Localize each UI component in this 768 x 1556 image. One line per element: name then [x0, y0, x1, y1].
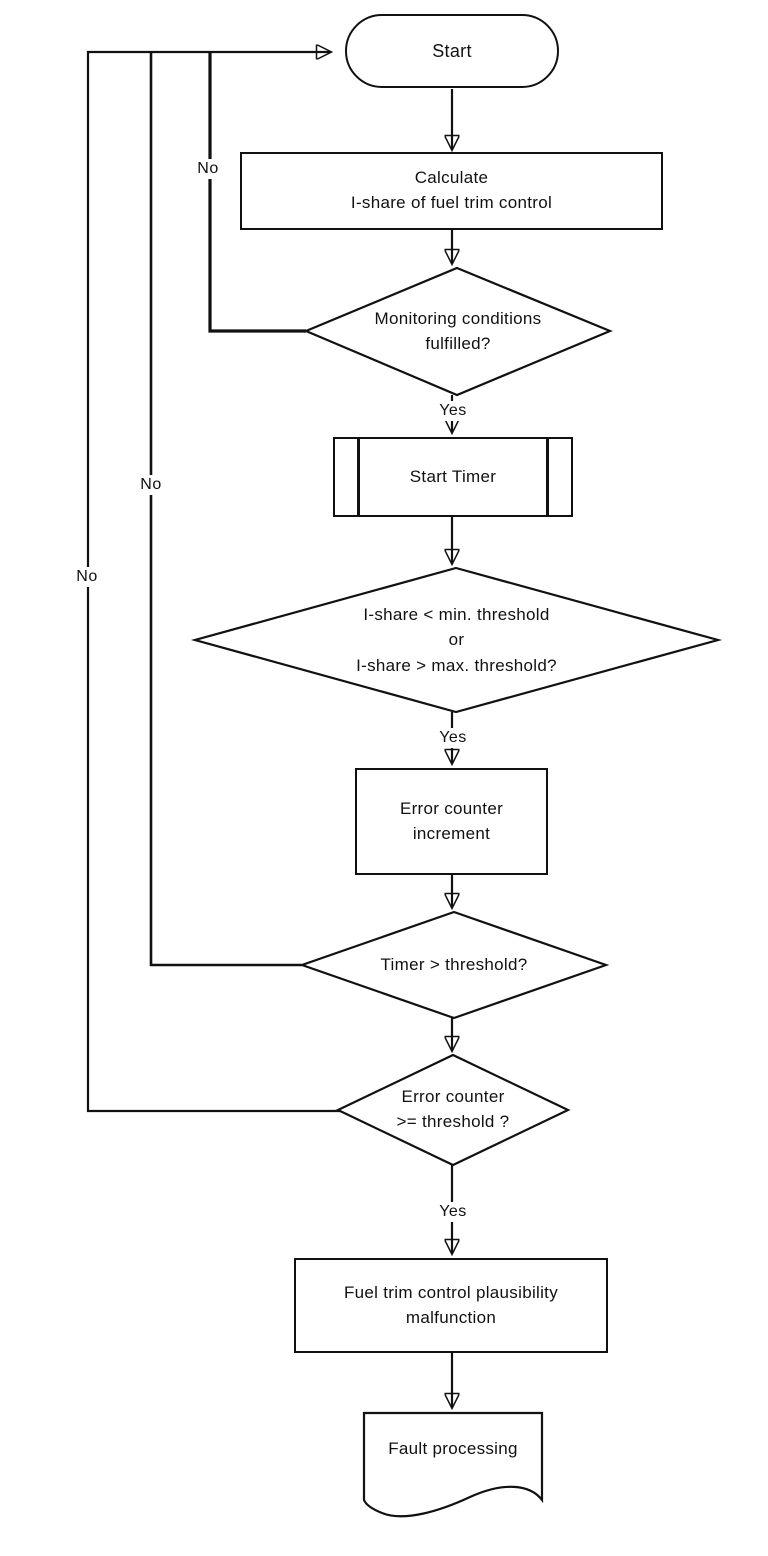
error-counter-increment-node: Error counter increment: [355, 768, 548, 875]
timer-threshold-label: Timer > threshold?: [380, 954, 528, 974]
timer-threshold-diamond-shape: [298, 910, 610, 1020]
error-counter-no-label: No: [72, 567, 102, 587]
monitoring-conditions-line2: fulfilled?: [425, 333, 491, 353]
malfunction-node: Fuel trim control plausibility malfuncti…: [294, 1258, 608, 1353]
timer-threshold-node: Timer > threshold?: [302, 912, 606, 1018]
calculate-ishare-line1: Calculate: [414, 168, 489, 188]
calculate-ishare-line2: I-share of fuel trim control: [350, 193, 553, 212]
edge-monitoring-no-loop: [208, 52, 306, 333]
start-node: Start: [345, 14, 559, 88]
error-counter-increment-line1: Error counter: [399, 798, 504, 818]
start-timer-node: Start Timer: [333, 437, 573, 517]
fault-processing-label: Fault processing: [388, 1438, 518, 1458]
ishare-threshold-line3: I-share > max. threshold?: [356, 655, 557, 675]
timer-no-label: No: [136, 475, 166, 495]
monitoring-no-label: No: [193, 159, 223, 179]
error-counter-yes-label: Yes: [435, 1202, 471, 1222]
malfunction-line1: Fuel trim control plausibility: [343, 1282, 558, 1302]
start-timer-right-bar: [546, 439, 549, 515]
ishare-threshold-line2: or: [448, 630, 465, 650]
start-node-label: Start: [432, 40, 472, 61]
error-counter-increment-line2: increment: [412, 823, 491, 843]
malfunction-line2: malfunction: [405, 1307, 497, 1327]
monitoring-yes-label: Yes: [435, 401, 471, 421]
fault-processing-node: Fault processing: [364, 1413, 542, 1485]
ishare-threshold-line1: I-share < min. threshold: [363, 604, 550, 624]
ishare-yes-label: Yes: [435, 728, 471, 748]
error-counter-threshold-node: Error counter >= threshold ?: [338, 1055, 568, 1165]
calculate-ishare-node: Calculate I-share of fuel trim control: [240, 152, 663, 230]
monitoring-conditions-node: Monitoring conditions fulfilled?: [306, 268, 610, 395]
error-counter-threshold-line2: >= threshold ?: [396, 1112, 510, 1131]
fault-processing-document-shape: [362, 1411, 544, 1518]
monitoring-conditions-diamond-shape: [303, 266, 613, 397]
ishare-threshold-node: I-share < min. threshold or I-share > ma…: [195, 568, 718, 712]
ishare-threshold-diamond-shape: [190, 566, 723, 714]
start-timer-label: Start Timer: [409, 466, 497, 486]
error-counter-threshold-line1: Error counter: [401, 1087, 505, 1107]
monitoring-conditions-line1: Monitoring conditions: [374, 308, 542, 328]
edge-timer-no-loop: [149, 52, 302, 967]
start-timer-left-bar: [357, 439, 360, 515]
error-counter-threshold-diamond-shape: [335, 1053, 571, 1167]
